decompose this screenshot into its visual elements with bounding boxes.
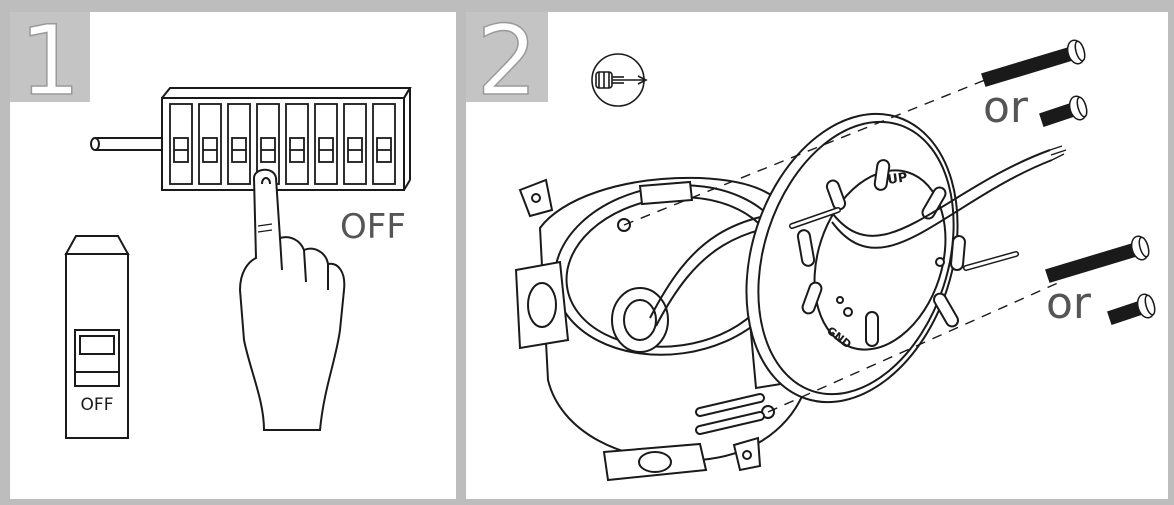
bracket-up-label: UP: [886, 170, 908, 188]
long-screw-bottom-icon: [1045, 235, 1150, 283]
short-screw-top-icon: [1039, 95, 1088, 127]
panel-2: 2: [466, 4, 1168, 499]
single-breaker-switch-illustration: [64, 235, 130, 439]
breaker-panel-illustration: [90, 87, 412, 191]
panel-2-step-number: 2: [476, 5, 537, 117]
panel-1-step-number: 1: [19, 5, 80, 117]
panel-1: 1: [10, 4, 456, 499]
hand-illustration: [238, 168, 346, 431]
screwdriver-icon: [591, 53, 648, 107]
or-label-top: or: [983, 82, 1029, 133]
breaker-off-label: OFF: [340, 207, 406, 247]
short-screw-bottom-icon: [1107, 293, 1156, 325]
junction-box-illustration: [514, 176, 833, 482]
long-screw-top-icon: [981, 39, 1086, 87]
or-label-bottom: or: [1046, 278, 1092, 329]
panel-2-number-box: [466, 12, 548, 102]
mounting-bracket-illustration: [745, 112, 1067, 404]
switch-off-label: OFF: [81, 395, 114, 415]
alignment-dashed-lines: [623, 73, 1061, 413]
panel-1-number-box: [10, 12, 90, 102]
